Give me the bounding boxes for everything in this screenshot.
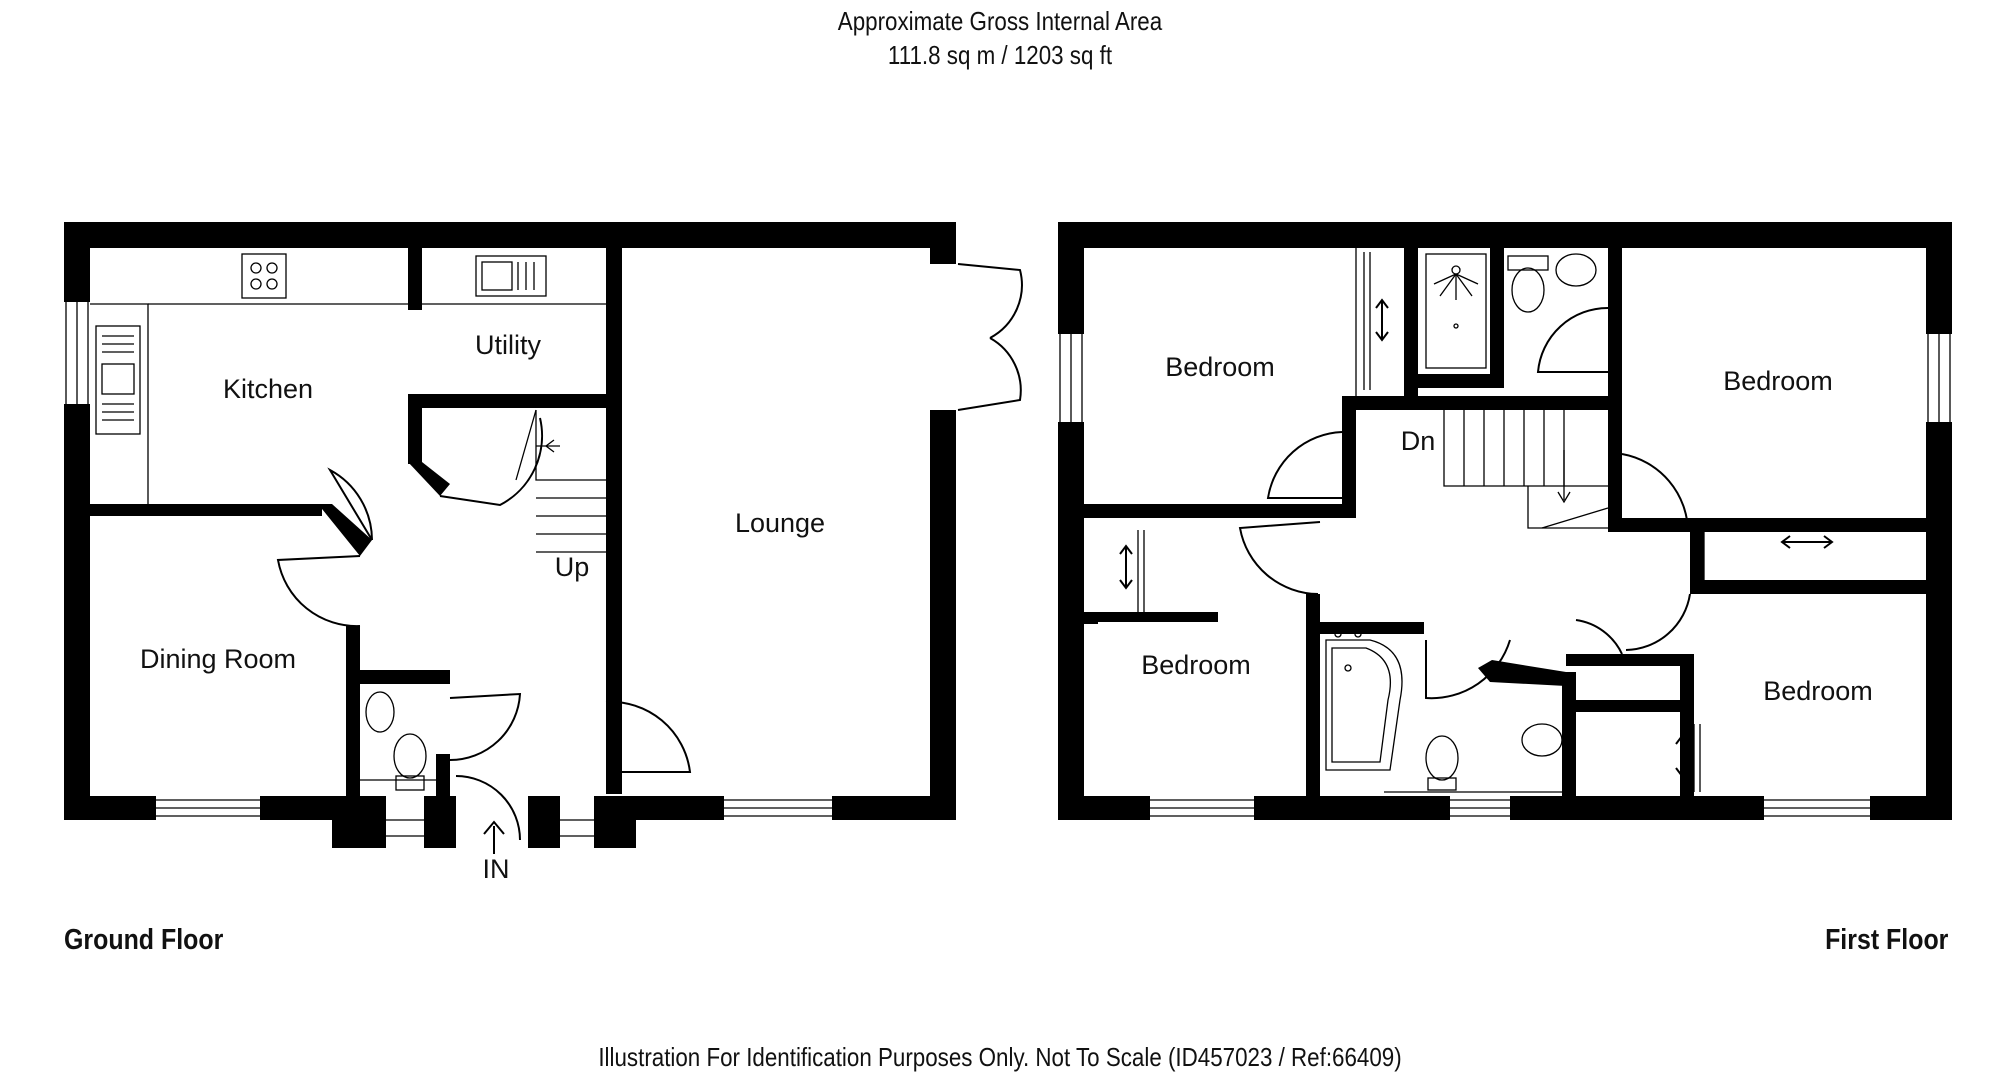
ff-wall-shower-right bbox=[1490, 248, 1504, 388]
gf-stairs bbox=[515, 409, 606, 553]
gf-bottom-wall-7 bbox=[626, 796, 724, 820]
bedroom-bottom-right-label: Bedroom bbox=[1763, 676, 1873, 706]
gf-wall-kitchen-utility bbox=[408, 248, 422, 310]
ff-bottom-wall-4 bbox=[1870, 796, 1952, 820]
gf-kitchen-units bbox=[90, 303, 606, 504]
ff-wall-bedroom-br-top bbox=[1690, 580, 1926, 594]
gf-bottom-wall-5 bbox=[528, 796, 560, 848]
ff-wall-landing-top bbox=[1342, 396, 1608, 410]
ff-windows bbox=[1059, 334, 1951, 817]
ff-wall-bedroom-tl-bottom bbox=[1084, 504, 1354, 518]
ff-wall-bedroom-bl-top bbox=[1084, 612, 1218, 622]
ff-outer-wall-right bbox=[1926, 222, 1952, 820]
disclaimer-footer: Illustration For Identification Purposes… bbox=[598, 1042, 1402, 1072]
gf-wall-wc-right bbox=[436, 754, 450, 796]
gf-wall-wc-top bbox=[346, 670, 450, 684]
gf-wall-angled bbox=[408, 462, 450, 496]
ff-wall-bedroom-br-left bbox=[1680, 654, 1694, 798]
entrance-label: IN bbox=[483, 854, 510, 884]
gf-wall-dining-angle bbox=[318, 504, 372, 556]
ff-wall-cupboard-mid bbox=[1566, 700, 1690, 712]
ground-floor-plan: Kitchen Utility Lounge Dining Room Up IN bbox=[64, 222, 1023, 884]
bedroom-bottom-left-label: Bedroom bbox=[1141, 650, 1251, 680]
dining-room-label: Dining Room bbox=[140, 644, 296, 674]
ff-wall-shower-left bbox=[1404, 248, 1418, 410]
hob-icon bbox=[241, 253, 287, 299]
ff-bottom-wall-1 bbox=[1058, 796, 1150, 820]
gf-bottom-wall-4 bbox=[424, 796, 456, 848]
ff-wardrobe-arrows bbox=[1119, 298, 1834, 778]
ff-bottom-wall-3 bbox=[1510, 796, 1764, 820]
gf-bottom-wall-3 bbox=[332, 796, 386, 848]
ff-stairs-label: Dn bbox=[1401, 426, 1436, 456]
ff-wardrobes bbox=[1084, 248, 1926, 792]
ff-wall-cupboard-top bbox=[1566, 654, 1690, 666]
gf-wall-dining-top bbox=[90, 504, 322, 516]
ff-wall-bathroom-right bbox=[1562, 672, 1576, 798]
bedroom-top-left-label: Bedroom bbox=[1165, 352, 1275, 382]
ff-ensuite-fixtures bbox=[1507, 253, 1597, 313]
entrance-arrow-icon bbox=[483, 820, 505, 854]
lounge-label: Lounge bbox=[735, 508, 825, 538]
gf-wall-lounge bbox=[606, 248, 622, 794]
ff-wall-shower-bottom bbox=[1404, 374, 1494, 388]
gf-bottom-wall-8 bbox=[832, 796, 956, 820]
ff-wall-landing-left bbox=[1342, 396, 1356, 518]
gf-wall-utility-bottom bbox=[408, 394, 606, 408]
wc-fixtures bbox=[360, 691, 436, 791]
ff-wall-bathroom-left bbox=[1306, 594, 1320, 798]
ff-wall-cupboard-left bbox=[1690, 518, 1704, 580]
gf-wall-dining-right bbox=[346, 626, 360, 798]
ground-floor-label: Ground Floor bbox=[64, 924, 224, 956]
gf-doors bbox=[276, 263, 1023, 841]
shower-icon bbox=[1425, 253, 1487, 369]
gf-bottom-wall-2 bbox=[260, 796, 334, 820]
ff-bottom-wall-2 bbox=[1254, 796, 1450, 820]
first-floor-plan: Bedroom Bedroom Bedroom Bedroom Dn bbox=[1058, 222, 1952, 820]
gf-window-left-glazing bbox=[65, 302, 89, 404]
gf-bottom-wall-1 bbox=[64, 796, 156, 820]
ff-stairs bbox=[1443, 410, 1609, 529]
area-title: Approximate Gross Internal Area bbox=[837, 6, 1163, 36]
sink-icon bbox=[475, 255, 547, 297]
ff-bathroom-fixtures bbox=[1325, 630, 1563, 793]
gf-wall-stub bbox=[408, 394, 422, 464]
bedroom-top-right-label: Bedroom bbox=[1723, 366, 1833, 396]
ff-outer-wall-top bbox=[1058, 222, 1952, 248]
kitchen-sink-icon bbox=[95, 325, 141, 435]
ff-wall-stub bbox=[1084, 612, 1098, 624]
gf-outer-wall-right-upper bbox=[930, 222, 956, 264]
area-header: Approximate Gross Internal Area 111.8 sq… bbox=[140, 4, 1860, 72]
ff-outer-wall-left bbox=[1058, 222, 1084, 820]
ff-wall-bathroom-top bbox=[1306, 622, 1424, 634]
ff-doors bbox=[1238, 306, 1691, 700]
area-value: 111.8 sq m / 1203 sq ft bbox=[887, 40, 1113, 70]
first-floor-label: First Floor bbox=[1824, 924, 1948, 956]
ff-wall-bathroom-angle bbox=[1478, 660, 1566, 686]
ff-wall-bedroom-tr-left bbox=[1608, 248, 1622, 530]
utility-label: Utility bbox=[475, 330, 541, 360]
gf-stairs-label: Up bbox=[555, 552, 590, 582]
kitchen-label: Kitchen bbox=[223, 374, 313, 404]
gf-outer-wall-right-lower bbox=[930, 410, 956, 820]
gf-outer-wall-top bbox=[64, 222, 956, 248]
